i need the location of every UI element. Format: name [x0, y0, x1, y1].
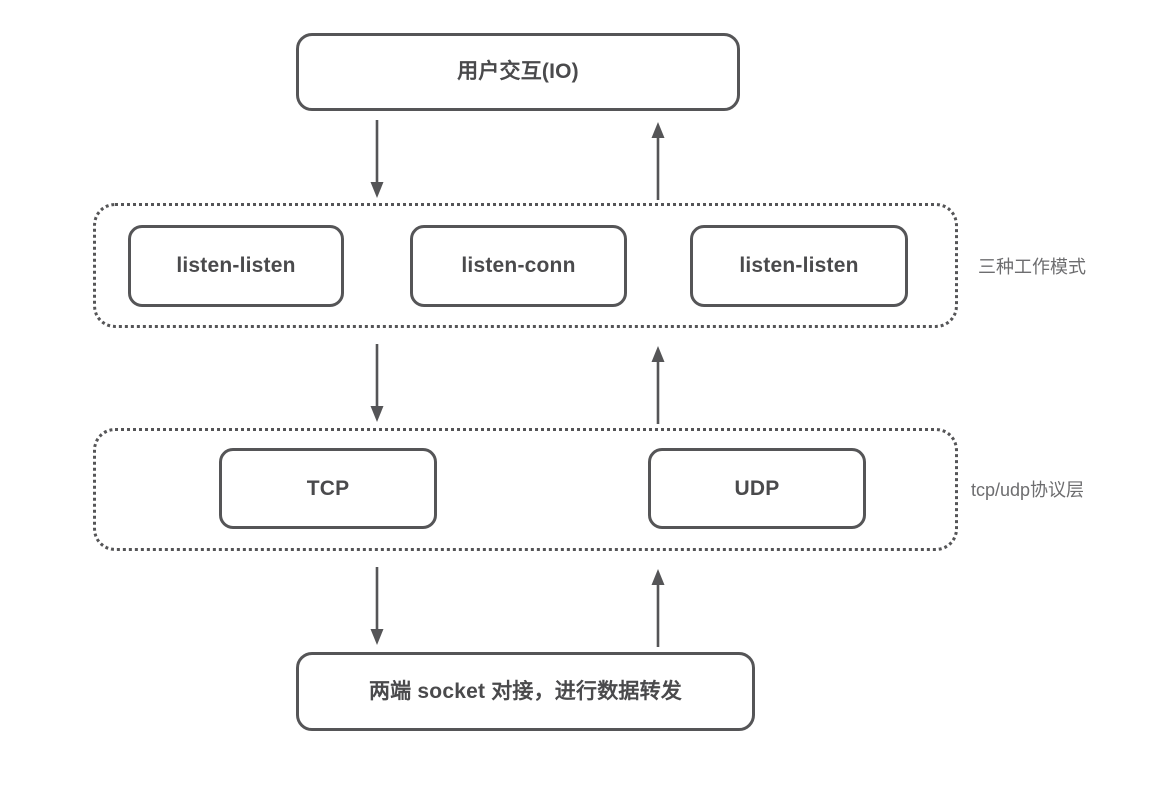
- caption-protocol-layer: tcp/udp协议层: [971, 480, 1085, 500]
- caption-working-modes: 三种工作模式: [978, 257, 1086, 277]
- node-user-interaction-io[interactable]: 用户交互(IO): [296, 33, 740, 111]
- node-mode-listen-listen-2-label: listen-listen: [739, 254, 859, 278]
- node-protocol-tcp-label: TCP: [306, 476, 350, 500]
- arrow-up-protocol-to-modes: [641, 344, 675, 424]
- node-mode-listen-listen-1-label: listen-listen: [176, 254, 296, 278]
- node-mode-listen-listen-2[interactable]: listen-listen: [690, 225, 908, 307]
- node-socket-forwarding-label: 两端 socket 对接，进行数据转发: [368, 679, 682, 703]
- arrow-down-protocol-to-socket: [360, 567, 394, 647]
- group-working-modes: [93, 203, 958, 328]
- node-socket-forwarding[interactable]: 两端 socket 对接，进行数据转发: [296, 652, 755, 731]
- node-user-interaction-io-label: 用户交互(IO): [457, 60, 579, 84]
- node-protocol-udp-label: UDP: [734, 476, 780, 500]
- arrow-down-io-to-modes: [360, 120, 394, 200]
- node-mode-listen-listen-1[interactable]: listen-listen: [128, 225, 344, 307]
- node-mode-listen-conn[interactable]: listen-conn: [410, 225, 627, 307]
- arrow-up-socket-to-protocol: [641, 567, 675, 647]
- node-protocol-udp[interactable]: UDP: [648, 448, 866, 529]
- arrow-down-modes-to-protocol: [360, 344, 394, 424]
- node-mode-listen-conn-label: listen-conn: [461, 254, 576, 278]
- node-protocol-tcp[interactable]: TCP: [219, 448, 437, 529]
- group-protocol-layer: [93, 428, 958, 551]
- arrow-up-modes-to-io: [641, 120, 675, 200]
